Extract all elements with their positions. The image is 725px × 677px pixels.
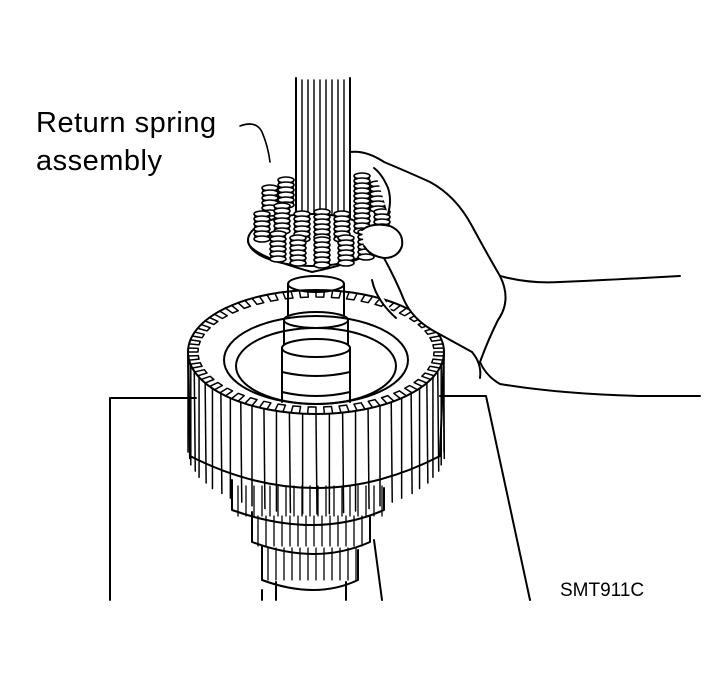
callout-line-1: Return spring (36, 107, 217, 139)
coil-spring (313, 208, 331, 241)
hand (349, 150, 701, 397)
coil-spring (269, 230, 287, 263)
coil-spring (353, 172, 371, 205)
callout-label: Return spring assembly (36, 104, 217, 180)
clutch-drum (187, 289, 446, 515)
callout-leader (239, 123, 271, 163)
coil-spring (273, 202, 291, 235)
figure-code: SMT911C (560, 580, 645, 601)
coil-spring (313, 236, 331, 269)
coil-spring (337, 234, 355, 267)
return-spring-assembly (247, 172, 391, 273)
work-stand (109, 395, 531, 601)
coil-spring (253, 210, 271, 243)
lower-gear-stack (231, 479, 385, 601)
callout-line-2: assembly (36, 145, 163, 177)
input-shaft (295, 77, 351, 226)
coil-spring (289, 234, 307, 267)
